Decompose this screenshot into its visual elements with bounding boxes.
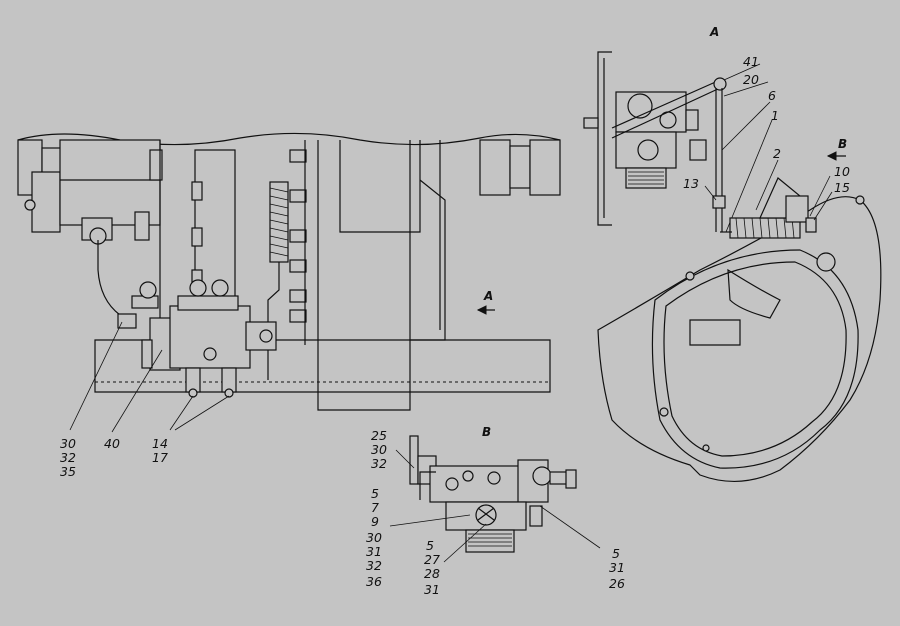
callout-41: 41 xyxy=(743,54,759,69)
callout-40: 40 xyxy=(104,436,120,451)
main-assembly-view: A 30 32 35 40 14 17 xyxy=(17,132,561,479)
callout-10: 10 xyxy=(834,164,850,179)
callout-1: 1 xyxy=(771,108,779,123)
view-b-arrow-label: B xyxy=(838,137,847,151)
callout-28: 28 xyxy=(424,566,440,581)
callout-7: 7 xyxy=(371,500,379,515)
callout-31: 31 xyxy=(366,544,382,559)
flywheel-housing-view: B 2 10 15 xyxy=(597,137,882,482)
view-b-title: B xyxy=(482,425,491,439)
callout-14: 14 xyxy=(152,436,168,451)
view-a-arrow-label: A xyxy=(483,289,493,303)
view-a: A 41 20 6 1 13 xyxy=(583,25,779,233)
callout-30: 30 xyxy=(366,530,382,545)
bolt-column xyxy=(289,149,307,323)
callout-30: 30 xyxy=(371,442,387,457)
callout-6: 6 xyxy=(768,88,776,103)
view-a-arrow: A xyxy=(476,289,495,315)
callout-25: 25 xyxy=(371,428,387,443)
callout-32: 32 xyxy=(60,450,76,465)
callout-2: 2 xyxy=(773,146,781,161)
callout-15: 15 xyxy=(834,180,850,195)
callout-17: 17 xyxy=(152,450,168,465)
callout-32: 32 xyxy=(366,558,382,573)
callout-32: 32 xyxy=(371,456,387,471)
callout-5: 5 xyxy=(371,486,379,501)
callout-26: 26 xyxy=(609,576,625,591)
view-b-arrow: B xyxy=(826,137,847,161)
callout-9: 9 xyxy=(371,514,379,529)
callout-5: 5 xyxy=(426,538,434,553)
callout-36: 36 xyxy=(366,574,382,589)
callout-31: 31 xyxy=(609,560,625,575)
main-view-callouts: 30 32 35 40 14 17 xyxy=(60,436,168,479)
valve-assembly xyxy=(117,279,277,398)
view-a-title: A xyxy=(709,25,719,39)
callout-13: 13 xyxy=(683,176,699,191)
callout-35: 35 xyxy=(60,464,76,479)
callout-27: 27 xyxy=(424,552,440,567)
callout-30: 30 xyxy=(60,436,76,451)
callout-20: 20 xyxy=(743,72,759,87)
view-b: B 25 30 32 5 7 9 30 31 32 36 5 2 xyxy=(366,425,625,597)
callout-5: 5 xyxy=(612,546,620,561)
callout-31: 31 xyxy=(424,582,440,597)
